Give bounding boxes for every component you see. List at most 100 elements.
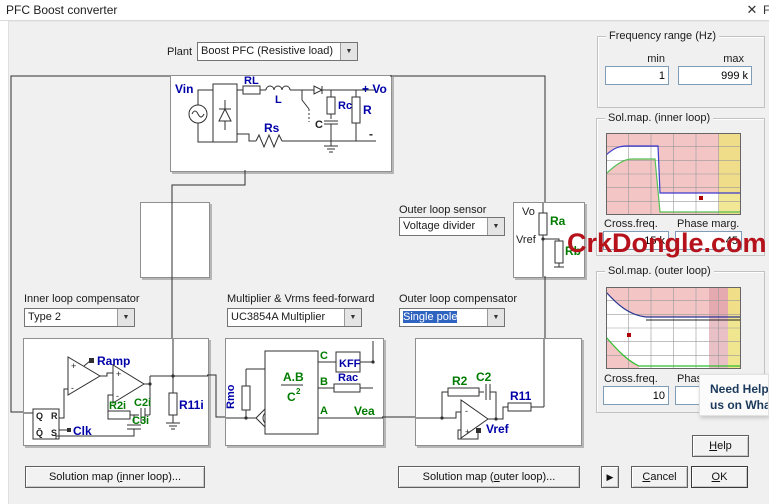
comp-minus: - (71, 383, 74, 393)
chevron-down-icon[interactable]: ▼ (117, 309, 134, 326)
comp-plus: + (71, 361, 76, 371)
solution-map-outer-button[interactable]: Solution map (outer loop)... (398, 466, 580, 488)
r2i-label: R2i (109, 400, 126, 412)
ff-s-label: S (51, 428, 57, 438)
outer-comp-combobox[interactable]: Single pole ▼ (399, 308, 505, 327)
c3i-label: C3i (132, 415, 149, 427)
mult-exp-label: 2 (296, 387, 301, 396)
cancel-button[interactable]: Cancel (631, 466, 688, 488)
frequency-range-group: Frequency range (Hz) min max (597, 30, 765, 108)
inner-comp-value: Type 2 (28, 311, 62, 323)
frequency-range-title: Frequency range (Hz) (606, 30, 719, 42)
inner-cross-input[interactable] (603, 231, 669, 250)
kff-label: KFF (339, 358, 361, 370)
sensor-vo-label: Vo (522, 206, 535, 218)
r11i-label: R11i (179, 398, 204, 412)
c2-label: C2 (476, 370, 492, 384)
r2-label: R2 (452, 374, 468, 388)
sensor-vref-label: Vref (516, 234, 537, 246)
multiplier-combobox[interactable]: UC3854A Multiplier ▼ (227, 308, 362, 327)
title-bar: PFC Boost converter ✕ F (0, 0, 769, 20)
solmap-outer-title: Sol.map. (outer loop) (605, 265, 714, 277)
sensor-circuit-svg: Vo Ra Vref Rb (516, 203, 581, 277)
plant-circuit-svg: Vin RL L Rc C R + Vo Rs - (175, 76, 387, 153)
chevron-down-icon[interactable]: ▼ (487, 218, 504, 235)
outer-comp-label: Outer loop compensator (399, 293, 518, 305)
oc-minus: - (465, 406, 468, 416)
solmap-inner-group: Sol.map. (inner loop) Cross.freq. Phase … (596, 112, 765, 256)
rac-label: Rac (338, 372, 358, 384)
rl-label: RL (244, 76, 259, 87)
freq-max-input[interactable] (678, 66, 752, 85)
c-label: C (315, 119, 323, 131)
play-icon: ▶ (606, 471, 614, 482)
outer-comp-circuit: R2 C2 - + Vref R11 (415, 338, 582, 446)
ramp-label: Ramp (97, 354, 130, 368)
whatsapp-help-popup[interactable]: Need Help? us on Wha (699, 374, 769, 416)
oc-plus: + (465, 427, 470, 437)
plant-circuit: Vin RL L Rc C R + Vo Rs - (170, 75, 392, 172)
window-title: PFC Boost converter (6, 3, 118, 17)
solmap-inner-title: Sol.map. (inner loop) (605, 112, 714, 124)
rc-label: Rc (338, 100, 352, 112)
help-popup-line2: us on Wha (710, 398, 769, 412)
close-icon[interactable]: ✕ (746, 2, 758, 17)
inner-cross-label: Cross.freq. (604, 218, 658, 230)
rmo-label: Rmo (226, 384, 237, 409)
plant-block-box (140, 202, 210, 278)
play-button[interactable]: ▶ (601, 466, 619, 488)
outer-comp-value: Single pole (403, 311, 458, 323)
pin-a-label: A (320, 405, 328, 417)
ok-button[interactable]: OK (691, 466, 748, 488)
multiplier-value: UC3854A Multiplier (231, 311, 326, 323)
freq-min-input[interactable] (605, 66, 669, 85)
mult-den-label: C (287, 390, 296, 404)
outer-sensor-value: Voltage divider (403, 220, 476, 232)
chevron-down-icon[interactable]: ▼ (340, 43, 357, 60)
help-popup-line1: Need Help? (710, 382, 769, 396)
solmap-outer-group: Sol.map. (outer loop) Cross.freq. Phase … (596, 265, 765, 413)
max-label: max (723, 53, 744, 65)
outer-sensor-combobox[interactable]: Voltage divider ▼ (399, 217, 505, 236)
r-label: R (363, 103, 372, 117)
inner-comp-circuit: Q R Q̄ S Clk Ramp + - + - R2i C2i C3i R1… (23, 338, 209, 446)
vin-label: Vin (175, 82, 193, 96)
rb-label: Rb (565, 244, 581, 258)
opamp-plus: + (116, 369, 121, 379)
c2i-label: C2i (134, 397, 151, 409)
pin-c-label: C (320, 350, 328, 362)
ff-r-label: R (51, 411, 58, 421)
mult-num-label: A.B (283, 370, 304, 384)
outer-sensor-label: Outer loop sensor (399, 204, 487, 216)
inner-comp-label: Inner loop compensator (24, 293, 140, 305)
titlebar-divider (0, 20, 769, 21)
plant-combobox-value: Boost PFC (Resistive load) (201, 45, 334, 57)
r11-label: R11 (510, 389, 532, 403)
min-label: min (647, 53, 665, 65)
inner-phase-input[interactable] (675, 231, 742, 250)
plant-combobox[interactable]: Boost PFC (Resistive load) ▼ (197, 42, 358, 61)
solmap-outer-chart (606, 287, 741, 369)
clk-label: Clk (73, 424, 92, 438)
clipped-window-fragment: F (763, 3, 769, 17)
solution-marker (627, 333, 631, 337)
chevron-down-icon[interactable]: ▼ (344, 309, 361, 326)
inner-comp-circuit-svg: Q R Q̄ S Clk Ramp + - + - R2i C2i C3i R1… (24, 339, 208, 440)
solution-map-inner-button[interactable]: Solution map (inner loop)... (25, 466, 205, 488)
plant-label: Plant (167, 46, 193, 58)
help-button[interactable]: Help (692, 435, 749, 457)
l-label: L (275, 94, 282, 106)
multiplier-label: Multiplier & Vrms feed-forward (227, 293, 375, 305)
pin-b-label: B (320, 376, 328, 388)
vo-label: + Vo (362, 82, 387, 96)
sensor-circuit: Vo Ra Vref Rb (513, 202, 585, 278)
minus-terminal: - (369, 127, 373, 141)
inner-comp-combobox[interactable]: Type 2 ▼ (24, 308, 135, 327)
multiplier-circuit-svg: Rmo A.B C 2 C KFF B Rac A Vea (226, 341, 383, 435)
chevron-down-icon[interactable]: ▼ (487, 309, 504, 326)
solmap-inner-chart (606, 133, 741, 215)
outer-cross-label: Cross.freq. (604, 373, 658, 385)
outer-cross-input[interactable] (603, 386, 669, 405)
rs-label: Rs (264, 121, 280, 135)
multiplier-circuit: Rmo A.B C 2 C KFF B Rac A Vea (225, 338, 384, 446)
